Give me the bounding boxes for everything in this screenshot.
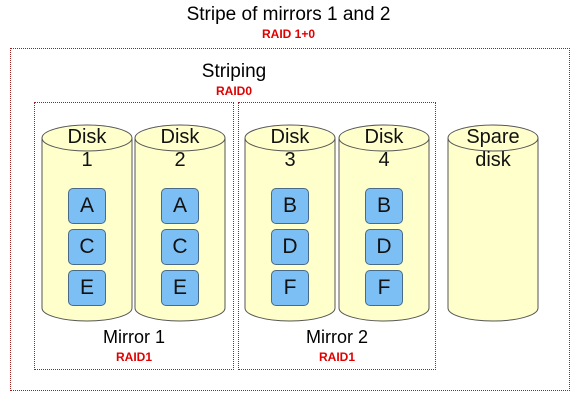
disk-label-line1: Disk xyxy=(160,126,200,148)
data-block: F xyxy=(271,270,309,306)
mirror-1-container xyxy=(34,102,234,370)
raid10-container xyxy=(10,48,570,391)
outer-title: Stripe of mirrors 1 and 2 xyxy=(186,4,391,25)
disk-top xyxy=(338,124,430,152)
disk-label-line1: Disk xyxy=(67,126,107,148)
mirror-2-title: Mirror 2 xyxy=(306,327,368,347)
disk-top xyxy=(134,124,226,152)
disk-top xyxy=(41,124,133,152)
disk-top xyxy=(244,124,336,152)
disk-label-line1: Disk xyxy=(270,126,310,148)
data-block: E xyxy=(161,270,199,306)
data-block: D xyxy=(365,229,403,265)
disk-top xyxy=(447,124,539,152)
data-block: A xyxy=(68,188,106,224)
data-block: F xyxy=(365,270,403,306)
disk-body xyxy=(447,137,539,322)
mirror-1-title: Mirror 1 xyxy=(103,327,165,347)
disk-label-line2: 1 xyxy=(81,149,93,171)
striping-subtitle: RAID0 xyxy=(215,84,252,98)
disk-label-line2: 4 xyxy=(378,149,390,171)
data-block: B xyxy=(365,188,403,224)
data-block: D xyxy=(271,229,309,265)
mirror-1-subtitle: RAID1 xyxy=(115,350,152,364)
mirror-2-container xyxy=(238,102,436,370)
data-block: E xyxy=(68,270,106,306)
data-block: A xyxy=(161,188,199,224)
data-block: B xyxy=(271,188,309,224)
disk-label-line1: Spare xyxy=(466,126,520,148)
disk-label-line2: 3 xyxy=(284,149,296,171)
disk-label-line2: disk xyxy=(475,149,511,171)
striping-title: Striping xyxy=(201,61,267,82)
mirror-2-subtitle: RAID1 xyxy=(318,350,355,364)
data-block: C xyxy=(161,229,199,265)
disk-label-line1: Disk xyxy=(364,126,404,148)
disk-label-line2: 2 xyxy=(174,149,186,171)
outer-subtitle: RAID 1+0 xyxy=(261,27,316,41)
data-block: C xyxy=(68,229,106,265)
